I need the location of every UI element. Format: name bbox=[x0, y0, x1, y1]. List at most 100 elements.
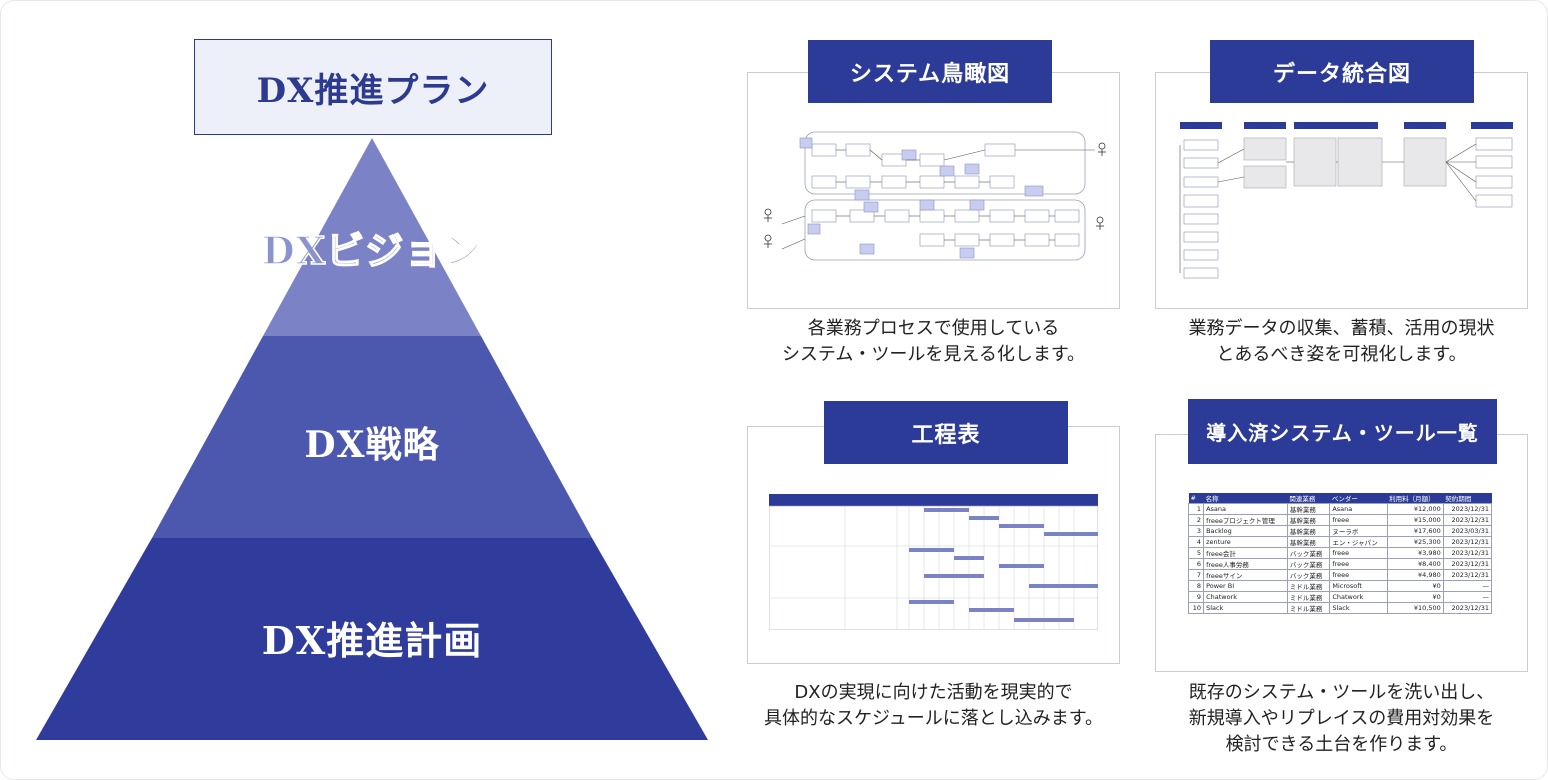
table-cell: ¥0 bbox=[1386, 580, 1444, 592]
table-cell: Chatwork bbox=[1203, 591, 1288, 603]
table-header-row: # 名称 関連業務 ベンダー 利用料（月額） 契約期間 bbox=[1188, 493, 1492, 504]
table-cell: ¥4,980 bbox=[1386, 569, 1444, 581]
table-cell: zenture bbox=[1203, 536, 1288, 548]
table-cell: — bbox=[1442, 591, 1493, 603]
table-cell: freee bbox=[1329, 558, 1388, 570]
table-cell: 2023/12/31 bbox=[1442, 558, 1493, 570]
pyramid-level-vision bbox=[263, 138, 481, 336]
card-title-data-integration: データ統合図 bbox=[1210, 40, 1474, 103]
table-cell: 2 bbox=[1187, 514, 1205, 526]
table-cell: freee会計 bbox=[1203, 547, 1288, 559]
table-cell: Power BI bbox=[1203, 580, 1288, 592]
desc-line: システム・ツールを見える化します。 bbox=[781, 344, 1086, 365]
table-cell: エン・ジャパン bbox=[1329, 536, 1388, 548]
table-cell: Slack bbox=[1329, 602, 1388, 614]
table-header-cell: 利用料（月額） bbox=[1387, 493, 1444, 504]
table-cell: freeeサイン bbox=[1203, 569, 1288, 581]
table-cell: 2023/12/31 bbox=[1442, 514, 1493, 526]
table-cell: ミドル業務 bbox=[1286, 580, 1331, 592]
system-overview-thumbnail bbox=[764, 131, 1106, 261]
table-cell: 10 bbox=[1187, 602, 1205, 614]
table-header-cell: 関連業務 bbox=[1287, 493, 1330, 504]
table-cell: freee bbox=[1329, 514, 1388, 526]
table-cell: Backlog bbox=[1203, 525, 1288, 537]
card-title-tool-list: 導入済システム・ツール一覧 bbox=[1188, 399, 1497, 464]
table-cell: ミドル業務 bbox=[1286, 602, 1331, 614]
table-cell: ミドル業務 bbox=[1286, 591, 1331, 603]
card-system-overview bbox=[747, 72, 1120, 309]
table-cell: 基幹業務 bbox=[1286, 514, 1331, 526]
table-cell: freee bbox=[1329, 569, 1388, 581]
table-cell: 6 bbox=[1187, 558, 1205, 570]
table-cell: 7 bbox=[1187, 569, 1205, 581]
table-cell: Microsoft bbox=[1329, 580, 1388, 592]
table-cell: freee人事労務 bbox=[1203, 558, 1288, 570]
table-cell: 3 bbox=[1187, 525, 1205, 537]
table-cell: バック業務 bbox=[1286, 547, 1331, 559]
pyramid-label-strategy: DX戦略 bbox=[304, 424, 440, 466]
desc-line: 既存のシステム・ツールを洗い出し、 bbox=[1188, 682, 1495, 703]
card-desc-schedule: DXの実現に向けた活動を現実的で 具体的なスケジュールに落とし込みます。 bbox=[740, 680, 1127, 732]
table-cell: — bbox=[1442, 580, 1493, 592]
table-cell: 基幹業務 bbox=[1286, 536, 1331, 548]
table-header-cell: 契約期間 bbox=[1443, 493, 1492, 504]
table-cell: ¥10,500 bbox=[1386, 602, 1444, 614]
table-cell: 2023/12/31 bbox=[1442, 602, 1493, 614]
table-cell: 2023/03/31 bbox=[1442, 525, 1493, 537]
table-cell: 2023/12/31 bbox=[1442, 503, 1493, 515]
pyramid-level-strategy bbox=[152, 336, 592, 538]
table-cell: ¥3,980 bbox=[1386, 547, 1444, 559]
table-cell: バック業務 bbox=[1286, 569, 1331, 581]
table-cell: Chatwork bbox=[1329, 591, 1388, 603]
table-cell: ヌーラボ bbox=[1329, 525, 1388, 537]
card-desc-data-integration: 業務データの収集、蓄積、活用の現状 とあるべき姿を可視化します。 bbox=[1148, 316, 1535, 368]
table-header-cell: # bbox=[1188, 493, 1204, 504]
table-cell: 8 bbox=[1187, 580, 1205, 592]
table-cell: freeeプロジェクト管理 bbox=[1203, 514, 1288, 526]
table-cell: 4 bbox=[1187, 536, 1205, 548]
table-header-cell: 名称 bbox=[1203, 493, 1288, 504]
table-header-cell: ベンダー bbox=[1329, 493, 1388, 504]
desc-line: 業務データの収集、蓄積、活用の現状 bbox=[1188, 318, 1495, 339]
schedule-thumbnail bbox=[769, 494, 1098, 630]
plan-title: DX推進プラン bbox=[194, 39, 552, 135]
table-cell: ¥8,400 bbox=[1386, 558, 1444, 570]
pyramid-label-plan: DX推進計画 bbox=[261, 618, 483, 663]
table-cell: 5 bbox=[1187, 547, 1205, 559]
table-cell: ¥12,000 bbox=[1386, 503, 1444, 515]
table-cell: 2023/12/31 bbox=[1442, 569, 1493, 581]
table-cell: 9 bbox=[1187, 591, 1205, 603]
pyramid-label-vision: DXビジョン bbox=[261, 227, 483, 274]
desc-line: 検討できる土台を作ります。 bbox=[1225, 734, 1458, 755]
card-title-system-overview: システム鳥瞰図 bbox=[808, 40, 1052, 103]
desc-line: とあるべき姿を可視化します。 bbox=[1216, 344, 1467, 365]
desc-line: 新規導入やリプレイスの費用対効果を bbox=[1188, 708, 1495, 729]
table-cell: 基幹業務 bbox=[1286, 525, 1331, 537]
table-cell: 1 bbox=[1187, 503, 1205, 515]
table-cell: freee bbox=[1329, 547, 1388, 559]
desc-line: 各業務プロセスで使用している bbox=[807, 318, 1060, 339]
card-title-schedule: 工程表 bbox=[824, 401, 1068, 464]
card-desc-system-overview: 各業務プロセスで使用している システム・ツールを見える化します。 bbox=[740, 316, 1127, 368]
dx-pyramid bbox=[36, 138, 708, 740]
table-cell: ¥15,000 bbox=[1386, 514, 1444, 526]
desc-line: DXの実現に向けた活動を現実的で bbox=[794, 682, 1073, 703]
table-cell: バック業務 bbox=[1286, 558, 1331, 570]
table-cell: ¥0 bbox=[1386, 591, 1444, 603]
table-cell: 2023/12/31 bbox=[1442, 547, 1493, 559]
card-desc-tool-list: 既存のシステム・ツールを洗い出し、 新規導入やリプレイスの費用対効果を 検討でき… bbox=[1148, 680, 1535, 758]
pyramid-level-plan bbox=[36, 538, 708, 740]
table-cell: Asana bbox=[1203, 503, 1288, 515]
table-cell: Asana bbox=[1329, 503, 1388, 515]
